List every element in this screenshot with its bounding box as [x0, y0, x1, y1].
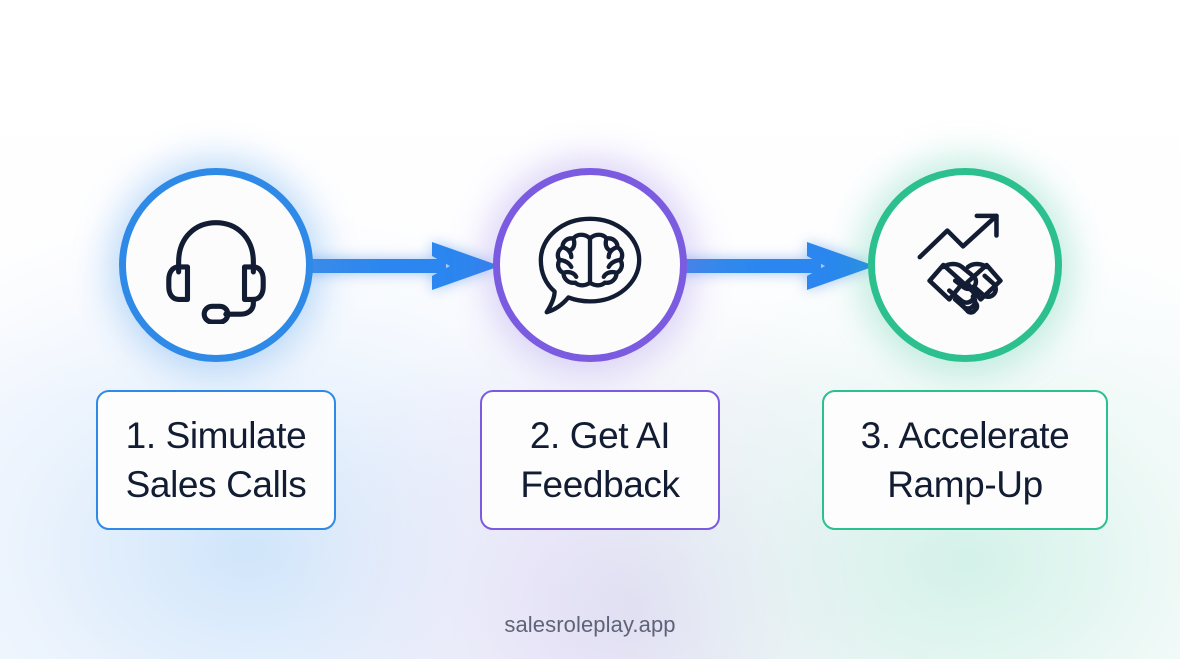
step-1-label-line-1: 1. Simulate	[125, 415, 307, 456]
step-1-label-line-2: Sales Calls	[125, 464, 307, 505]
step-2-label-line-2: Feedback	[520, 464, 680, 505]
step-2-label-box[interactable]: 2. Get AI Feedback	[480, 390, 720, 530]
step-3-label-line-1: 3. Accelerate	[860, 415, 1070, 456]
step-2-circle[interactable]	[493, 168, 687, 362]
brain-speech-bubble-icon	[531, 206, 649, 324]
step-3-label-line-2: Ramp-Up	[887, 464, 1043, 505]
step-1-circle[interactable]	[119, 168, 313, 362]
step-3-label-box[interactable]: 3. Accelerate Ramp-Up	[822, 390, 1108, 530]
step-1-label-box[interactable]: 1. Simulate Sales Calls	[96, 390, 336, 530]
footer-website-url: salesroleplay.app	[504, 612, 676, 637]
step-2-label-line-1: 2. Get AI	[529, 415, 671, 456]
step-3-circle[interactable]	[868, 168, 1062, 362]
headset-icon	[157, 206, 275, 324]
arrow-step2-to-step3	[675, 238, 879, 294]
arrow-step1-to-step2	[300, 238, 504, 294]
handshake-growth-icon	[906, 206, 1024, 324]
